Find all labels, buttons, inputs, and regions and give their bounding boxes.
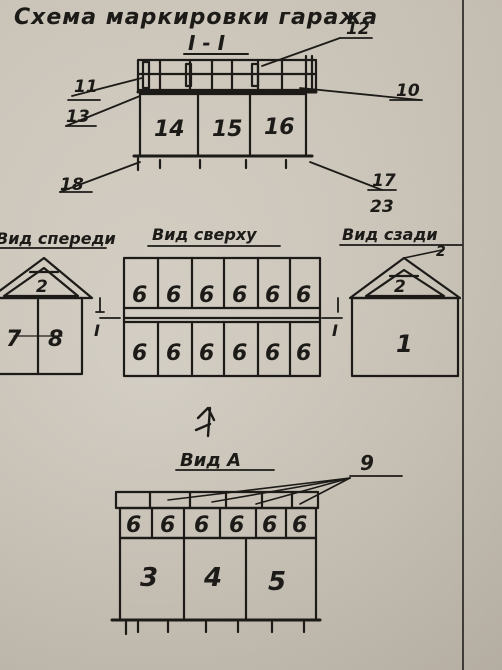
view-a-drawing bbox=[110, 490, 322, 636]
section-label: I - I bbox=[188, 31, 226, 55]
top-cell-l3: 6 bbox=[199, 341, 214, 366]
view-a-caption: Вид А bbox=[180, 450, 241, 471]
callout-10: 10 bbox=[396, 81, 420, 101]
top-view-drawing bbox=[122, 256, 322, 378]
rear-view-drawing bbox=[348, 249, 462, 378]
top-cell-u1: 6 bbox=[132, 283, 147, 308]
callout-12: 12 bbox=[346, 19, 370, 39]
section-panel-14: 14 bbox=[154, 117, 185, 142]
view-a-strip-2: 6 bbox=[160, 513, 175, 538]
rear-panel-1: 1 bbox=[396, 330, 413, 358]
front-panel-7: 7 bbox=[6, 327, 22, 352]
top-cell-u4: 6 bbox=[232, 283, 247, 308]
top-cell-u6: 6 bbox=[296, 283, 311, 308]
view-a-strip-4: 6 bbox=[229, 513, 244, 538]
callout-9: 9 bbox=[360, 451, 374, 475]
rear-callout-2: 2 bbox=[436, 244, 446, 260]
front-gable-number: 2 bbox=[36, 277, 48, 297]
top-cell-l4: 6 bbox=[232, 341, 247, 366]
front-panel-8: 8 bbox=[48, 327, 63, 352]
callout-11: 11 bbox=[74, 77, 98, 97]
callout-23: 23 bbox=[370, 197, 394, 217]
view-a-panel-5: 5 bbox=[268, 567, 286, 597]
section-marker-right: I bbox=[332, 321, 338, 340]
front-view-drawing bbox=[0, 256, 94, 376]
section-marker-lines bbox=[95, 297, 343, 319]
top-cell-l1: 6 bbox=[132, 341, 147, 366]
view-a-arrow bbox=[194, 406, 216, 438]
margin-line bbox=[462, 0, 464, 670]
section-panel-16: 16 bbox=[264, 115, 295, 140]
view-a-panel-4: 4 bbox=[203, 563, 222, 593]
top-cell-u5: 6 bbox=[265, 283, 280, 308]
top-cell-l5: 6 bbox=[265, 341, 280, 366]
front-view-caption: Вид спереди bbox=[0, 229, 116, 248]
view-a-strip-5: 6 bbox=[262, 513, 277, 538]
rear-view-caption: Вид сзади bbox=[342, 225, 438, 244]
top-cell-u2: 6 bbox=[166, 283, 181, 308]
top-cell-u3: 6 bbox=[199, 283, 214, 308]
section-panel-15: 15 bbox=[212, 117, 243, 142]
callout-13: 13 bbox=[66, 107, 90, 127]
section-marker-left: I bbox=[94, 321, 100, 340]
drawing-title: Схема маркировки гаража bbox=[14, 5, 378, 30]
rear-gable-number: 2 bbox=[394, 277, 406, 297]
top-cell-l2: 6 bbox=[166, 341, 181, 366]
view-a-strip-6: 6 bbox=[292, 513, 307, 538]
view-a-strip-3: 6 bbox=[194, 513, 209, 538]
view-a-panel-3: 3 bbox=[140, 563, 158, 593]
section-callout-lines bbox=[59, 37, 423, 193]
top-cell-l6: 6 bbox=[296, 341, 311, 366]
callout-17: 17 bbox=[372, 171, 396, 191]
section-drawing bbox=[132, 54, 318, 172]
view-a-strip-1: 6 bbox=[126, 513, 141, 538]
callout-18: 18 bbox=[60, 175, 84, 195]
top-view-caption: Вид сверху bbox=[152, 225, 257, 244]
